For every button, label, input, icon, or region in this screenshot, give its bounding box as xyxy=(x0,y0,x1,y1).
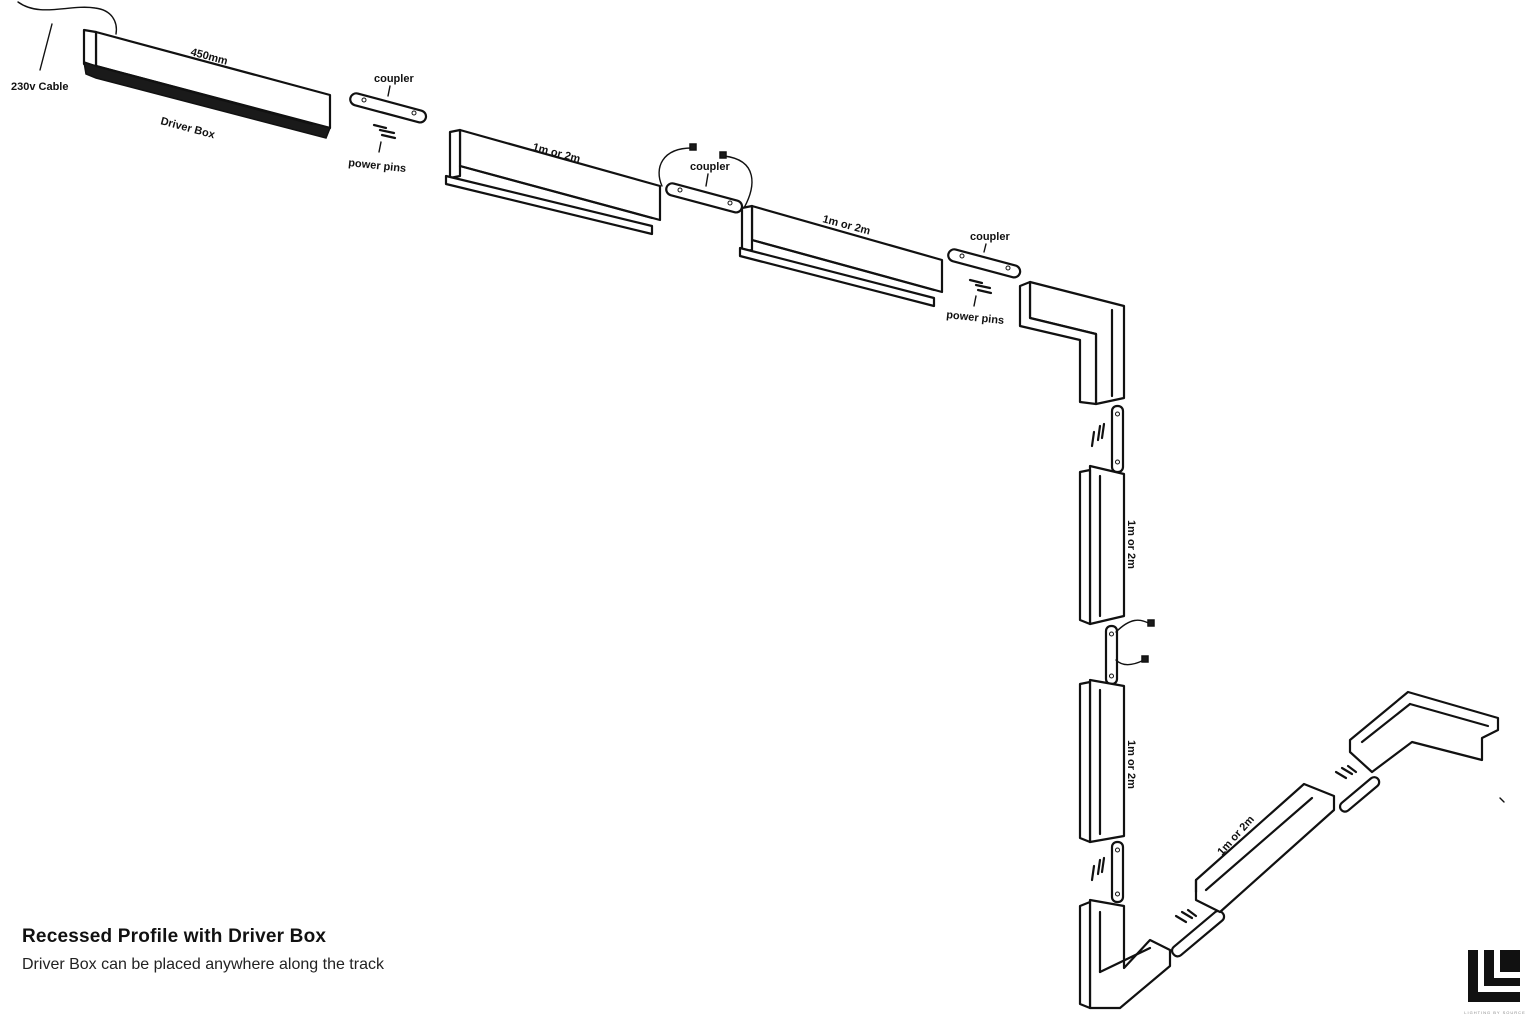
coupler-3 xyxy=(947,248,1022,279)
power-pins-icon xyxy=(1174,908,1198,924)
profile-1 xyxy=(444,128,662,236)
logo-mark-icon xyxy=(1468,950,1520,1002)
power-cable xyxy=(17,1,118,71)
coupler-1 xyxy=(349,92,428,124)
profile-3-length-label: 1m or 2m xyxy=(1125,520,1137,569)
caption: Recessed Profile with Driver Box Driver … xyxy=(22,926,384,974)
profile-2 xyxy=(738,204,944,308)
coupler-2 xyxy=(658,143,753,214)
power-pins-icon xyxy=(1090,422,1106,448)
coupler-3-label: coupler xyxy=(970,231,1010,243)
power-pins-icon xyxy=(372,123,397,140)
vertical-coupler-3 xyxy=(1110,840,1125,904)
diagonal-coupler-1 xyxy=(1170,909,1226,958)
vertical-coupler-2 xyxy=(1104,619,1155,686)
diagram-title: Recessed Profile with Driver Box xyxy=(22,926,327,947)
brand-logo: LIGHTING BY SOURCE xyxy=(1464,948,1525,1018)
diagram-subtitle: Driver Box can be placed anywhere along … xyxy=(22,956,384,973)
vertical-coupler-1 xyxy=(1110,404,1125,474)
power-pins-icon xyxy=(1090,856,1106,882)
coupler-1-label: coupler xyxy=(374,73,414,85)
power-pins-icon xyxy=(1334,764,1358,780)
edge-tick xyxy=(1499,797,1505,803)
driver-box-label: Driver Box xyxy=(159,115,217,141)
power-pins-icon xyxy=(968,278,993,295)
profile-5 xyxy=(1194,782,1336,914)
logo-tagline: LIGHTING BY SOURCE xyxy=(1464,1010,1526,1015)
power-pins-1-label: power pins xyxy=(348,157,407,175)
diagonal-coupler-2 xyxy=(1338,776,1381,813)
power-pins-2-label: power pins xyxy=(946,309,1005,327)
corner-piece-1 xyxy=(1018,280,1126,406)
coupler-2-label: coupler xyxy=(690,161,730,173)
driver-box xyxy=(82,28,332,139)
corner-piece-3 xyxy=(1348,690,1500,774)
profile-3 xyxy=(1078,464,1126,626)
cable-label: 230v Cable xyxy=(11,81,68,93)
corner-piece-2 xyxy=(1078,898,1172,1010)
profile-4-length-label: 1m or 2m xyxy=(1125,740,1137,789)
profile-4 xyxy=(1078,678,1126,844)
